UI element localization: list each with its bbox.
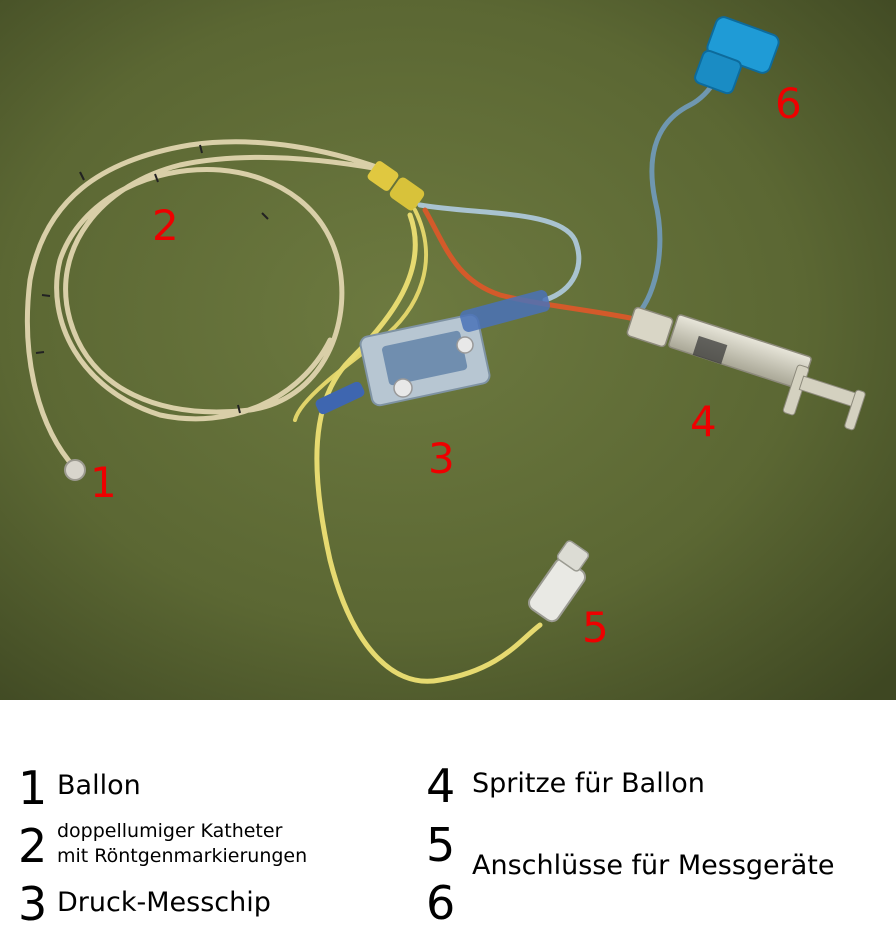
legend-number-1: 1 — [18, 761, 48, 815]
legend-text-catheter-line1: doppellumiger Katheter — [57, 820, 283, 842]
legend-text-spritze: Spritze für Ballon — [472, 768, 705, 799]
photo-label-3: 3 — [428, 434, 455, 483]
blue-line — [417, 202, 582, 303]
catheter-photo: 1 2 3 4 5 6 — [0, 0, 896, 700]
legend-number-6: 6 — [426, 876, 456, 930]
photo-label-4: 4 — [690, 397, 717, 446]
catheter-markings — [35, 144, 269, 414]
syringe — [626, 306, 866, 431]
blue-cable — [632, 77, 718, 321]
blue-connector — [694, 16, 780, 95]
photo-label-5: 5 — [582, 603, 609, 652]
catheter-tube — [24, 139, 388, 471]
pressure-chip — [315, 290, 550, 415]
legend-number-5: 5 — [426, 818, 456, 872]
white-connector — [528, 540, 590, 623]
photo-label-1: 1 — [90, 458, 117, 507]
legend-number-3: 3 — [18, 877, 48, 931]
yellow-hub — [367, 161, 425, 211]
orange-line — [422, 207, 633, 321]
photo-label-2: 2 — [152, 201, 179, 250]
legend-text-ballon: Ballon — [57, 770, 141, 801]
legend-text-anschluesse: Anschlüsse für Messgeräte — [472, 850, 835, 881]
legend-text-druck-messchip: Druck-Messchip — [57, 887, 271, 918]
legend-number-2: 2 — [18, 819, 48, 873]
legend-number-4: 4 — [426, 759, 456, 813]
balloon-tip — [64, 459, 86, 481]
legend-text-catheter-line2: mit Röntgenmarkierungen — [57, 845, 308, 867]
yellow-line — [314, 212, 543, 684]
photo-label-6: 6 — [775, 79, 802, 128]
